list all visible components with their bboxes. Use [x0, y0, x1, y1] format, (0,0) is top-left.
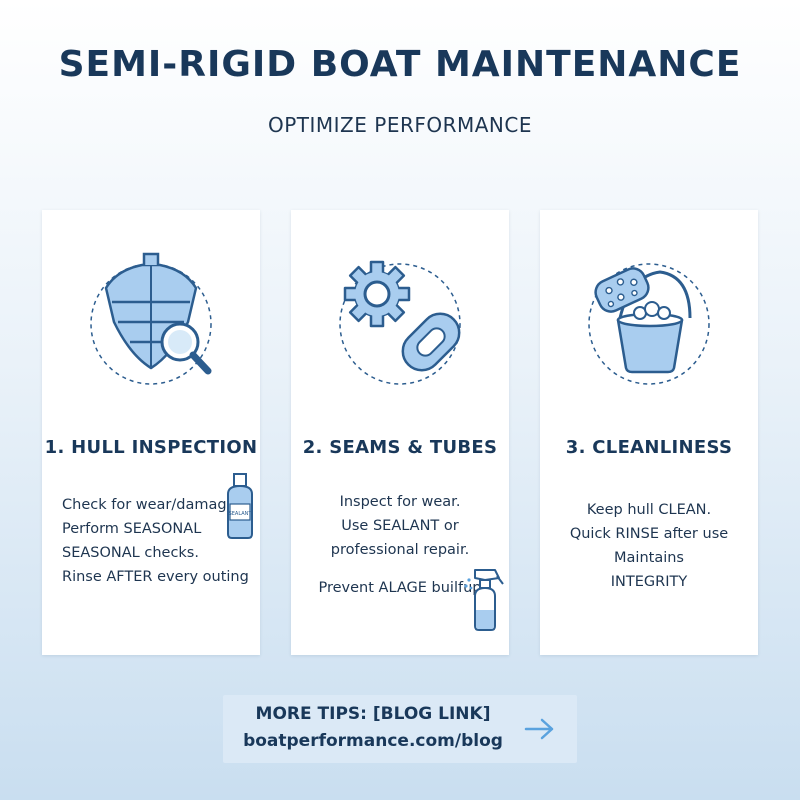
sponge-bucket-icon: [588, 263, 710, 385]
body-line: Inspect for wear.: [339, 494, 461, 510]
card-title: 1. HULL INSPECTION: [44, 437, 258, 458]
page-title: SEMI-RIGID BOAT MAINTENANCE: [58, 44, 742, 85]
card-title: 3. CLEANLINESS: [565, 437, 733, 458]
gear-and-patch-icon: [339, 260, 461, 385]
blog-url-link[interactable]: boatperformance.com/blog: [243, 731, 503, 751]
card-body: Inspect for wear. Use SEALANT or profess…: [291, 490, 509, 600]
body-line: Perform SEASONAL: [62, 521, 202, 537]
sealant-label-text: SEALANT: [229, 511, 253, 517]
body-line: Maintains: [614, 550, 684, 566]
body-line: Rinse AFTER every outing: [62, 569, 249, 585]
hull-inspection-card: 1. HULL INSPECTION Check for wear/damage…: [42, 210, 260, 655]
card-body: Keep hull CLEAN. Quick RINSE after use M…: [540, 498, 758, 594]
hull-magnifier-icon: [90, 252, 212, 385]
card-body: Check for wear/damage Perform SEASONAL S…: [62, 493, 249, 589]
body-line: Check for wear/damage: [62, 497, 236, 513]
body-line: Use SEALANT or: [341, 518, 459, 534]
cleanliness-card: 3. CLEANLINESS Keep hull CLEAN. Quick RI…: [540, 210, 758, 655]
body-line: Quick RINSE after use: [569, 526, 729, 542]
body-line: INTEGRITY: [610, 574, 688, 590]
body-line: Prevent ALAGE builfup: [318, 580, 482, 596]
body-line: professional repair.: [330, 542, 470, 558]
more-tips-label: MORE TIPS: [BLOG LINK]: [255, 704, 491, 724]
sealant-bottle-icon: SEALANT: [227, 473, 253, 539]
arrow-right-icon[interactable]: [523, 715, 557, 743]
body-line: SEASONAL checks.: [62, 545, 199, 561]
card-title: 2. SEAMS & TUBES: [302, 437, 498, 458]
seams-tubes-card: 2. SEAMS & TUBES Inspect for wear. Use S…: [291, 210, 509, 655]
blog-link-banner[interactable]: MORE TIPS: [BLOG LINK] boatperformance.c…: [223, 695, 577, 763]
spray-bottle-icon: [464, 569, 504, 631]
body-line: Keep hull CLEAN.: [586, 502, 712, 518]
page-subtitle: OPTIMIZE PERFORMANCE: [267, 113, 532, 137]
